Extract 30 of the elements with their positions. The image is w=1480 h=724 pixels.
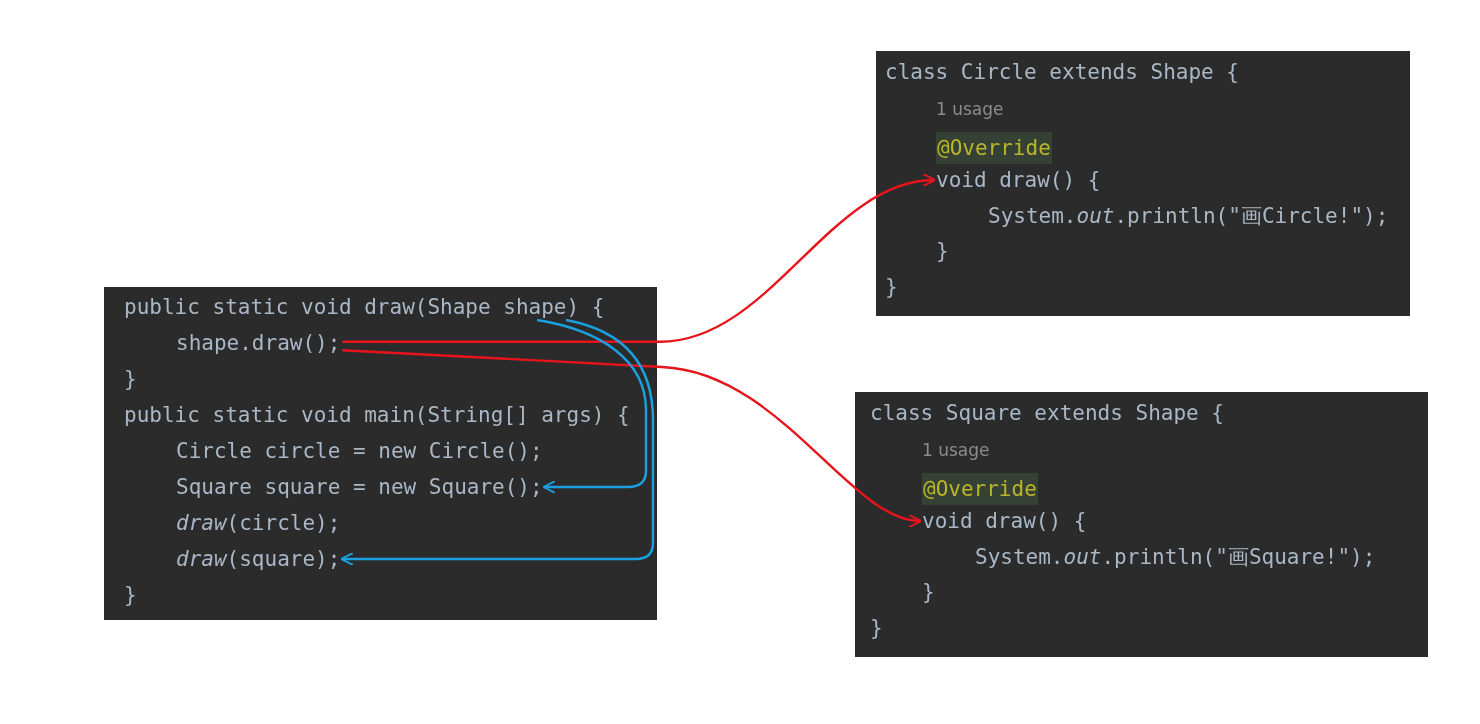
arrow [340,318,655,566]
code-panel [104,287,657,620]
code-line: class Square extends Shape { [870,401,1224,425]
code-line: public static void main(String[] args) { [124,403,630,427]
code-line: System.out.println("画Square!"); [975,545,1376,569]
arrow [536,318,648,494]
arrow [342,349,923,527]
code-line: } [124,583,137,607]
code-line: System.out.println("画Circle!"); [988,204,1389,228]
usage-hint: 1 usage [922,438,990,462]
code-line: class Circle extends Shape { [885,60,1239,84]
arrow [342,174,937,343]
code-line: } [124,367,137,391]
code-panel [855,392,1428,657]
code-line: Square square = new Square(); [176,475,543,499]
code-line: void draw() { [922,509,1087,533]
code-panel [876,51,1410,316]
code-line: draw(circle); [176,511,341,535]
code-line: public static void draw(Shape shape) { [124,295,605,319]
code-line: } [936,239,949,263]
code-line: Circle circle = new Circle(); [176,439,543,463]
annotation-text: @Override [922,473,1038,505]
code-line: draw(square); [176,547,341,571]
code-line: } [885,275,898,299]
code-line: } [870,616,883,640]
usage-hint: 1 usage [936,97,1004,121]
annotation-text: @Override [936,132,1052,164]
code-line: } [922,580,935,604]
code-line: shape.draw(); [176,331,341,355]
code-line: void draw() { [936,168,1101,192]
